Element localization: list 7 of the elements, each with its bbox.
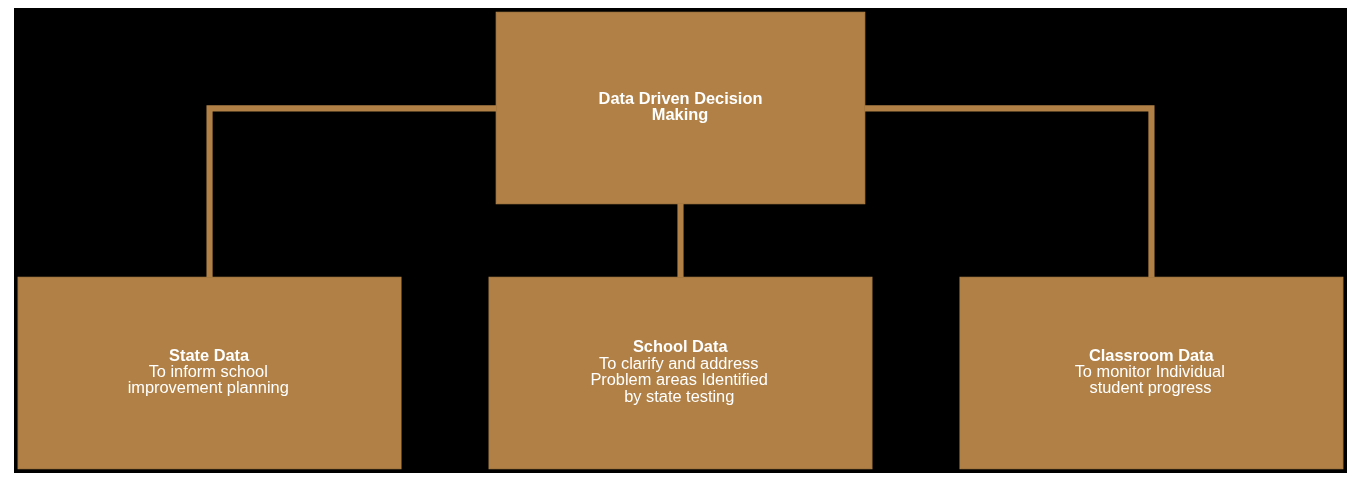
connector — [677, 203, 684, 278]
node-box: State Data To inform school improvement planning — [17, 276, 402, 470]
node-box: Data Driven Decision Making — [495, 11, 866, 205]
node-box: School Data To clarify and address Problem areas Identified by state testing — [488, 276, 873, 470]
connector — [864, 105, 1155, 278]
node-box: Classroom Data To monitor Individual student progress — [959, 276, 1344, 470]
connector — [206, 105, 497, 278]
